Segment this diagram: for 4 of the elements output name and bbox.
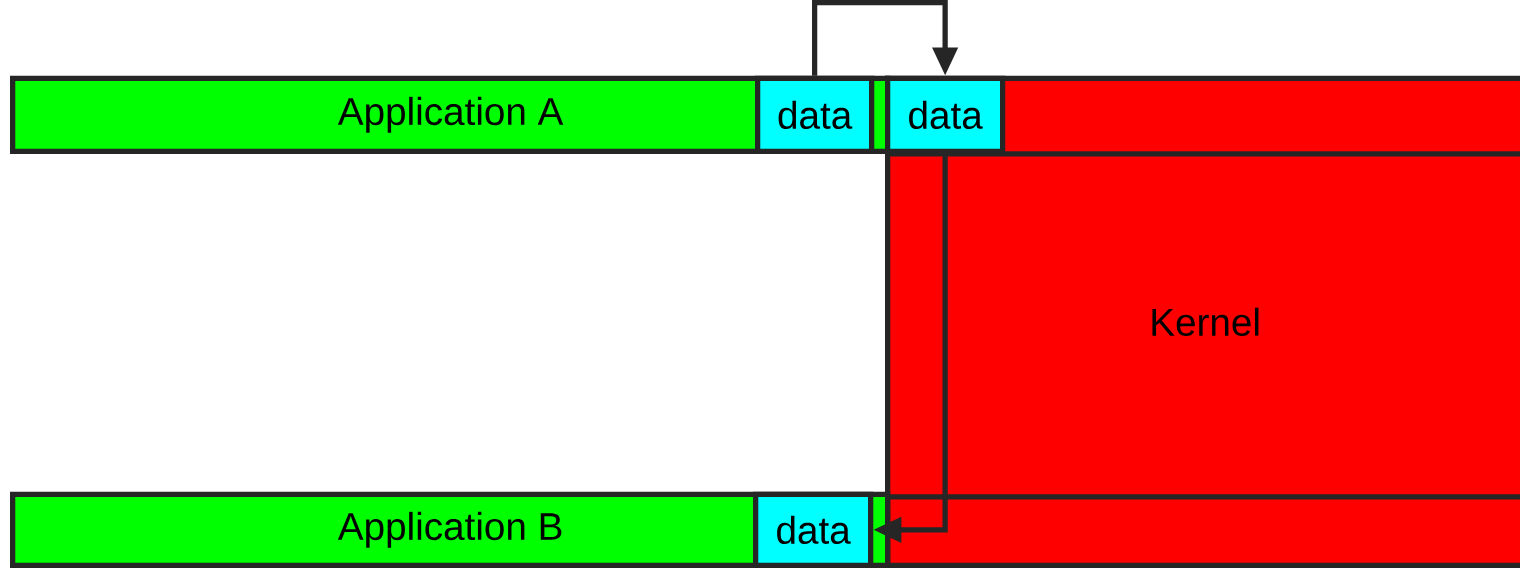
arrow <box>812 0 959 76</box>
data-box: data <box>755 75 875 154</box>
data-box: data <box>753 491 874 568</box>
data-box: data <box>885 75 1006 154</box>
